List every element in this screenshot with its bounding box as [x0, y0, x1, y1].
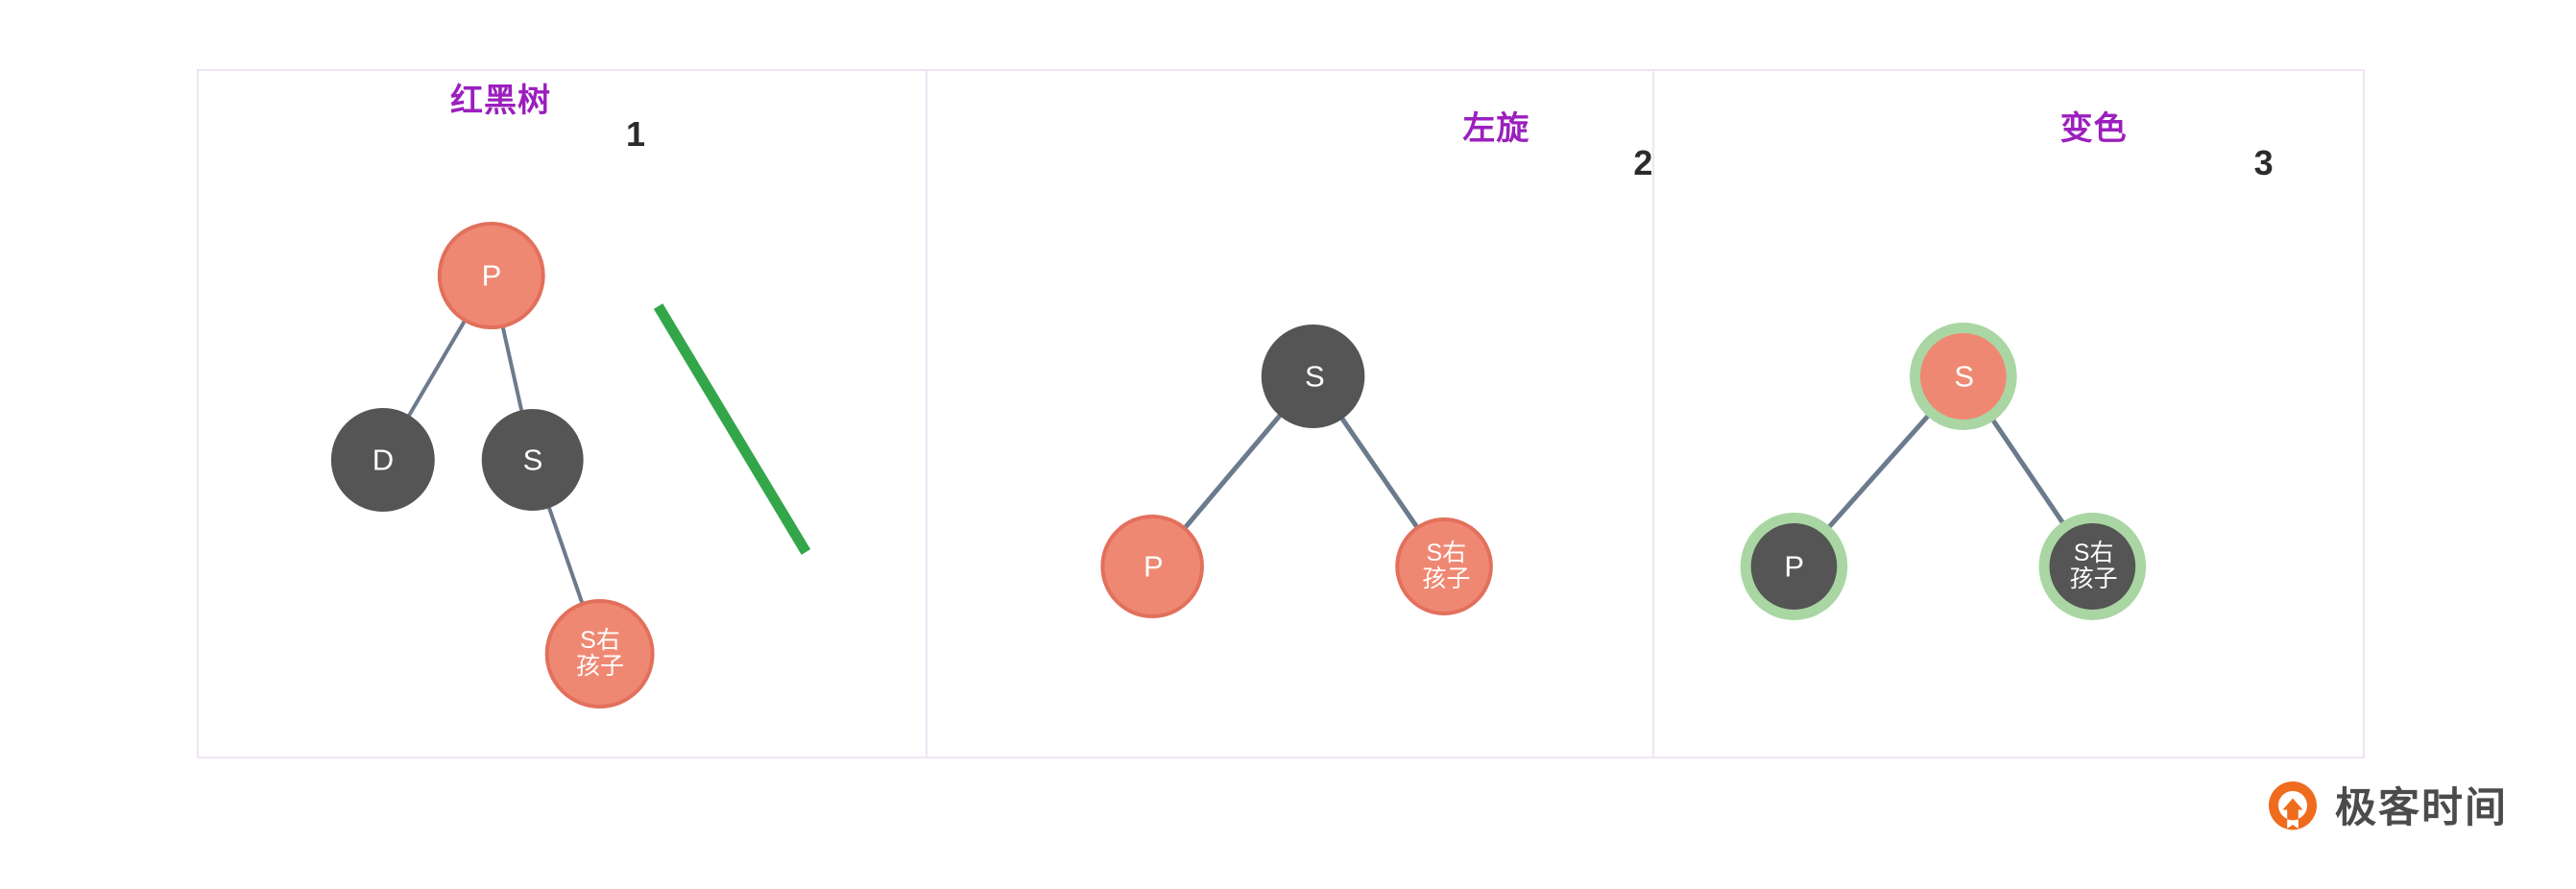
- panel-left-rotate: 左旋 2 S P S右 孩子: [926, 71, 1653, 757]
- step-number-3: 3: [2253, 143, 2274, 182]
- panel-3-graphics: [1740, 323, 2146, 620]
- node-p: [1100, 515, 1205, 618]
- panel-2-graphics: [1100, 324, 1494, 618]
- node-p: [1750, 523, 1837, 610]
- brand-name: 极客时间: [2335, 784, 2508, 831]
- green-slash-annotation: [653, 303, 811, 555]
- panel-title-left-rotate: 左旋: [1462, 110, 1530, 147]
- panel-title-red-black-tree: 红黑树: [450, 83, 551, 119]
- panel-title-recolor: 变色: [2059, 110, 2128, 147]
- panel-1-graphics: [330, 222, 811, 709]
- node-s-right-child: [2049, 523, 2135, 610]
- panel-group: 红黑树 1 P D S S右 孩子 左旋 2 S P S右 孩子: [197, 69, 2365, 758]
- panel-recolor: 变色 3 S P S右 孩子: [1651, 71, 2363, 757]
- node-s: [481, 409, 584, 511]
- node-s-right-child: [544, 599, 655, 709]
- step-number-2: 2: [1633, 143, 1653, 182]
- node-s-right-child: [1395, 517, 1494, 615]
- node-d: [330, 408, 435, 512]
- node-s: [1919, 333, 2007, 420]
- node-p: [437, 222, 545, 329]
- brand-logo: 极客时间: [2264, 780, 2508, 837]
- panel-red-black-tree: 红黑树 1 P D S S右 孩子: [199, 71, 926, 757]
- node-s: [1262, 324, 1365, 428]
- step-number-1: 1: [626, 114, 646, 154]
- location-pin-arrow-icon: [2269, 781, 2317, 830]
